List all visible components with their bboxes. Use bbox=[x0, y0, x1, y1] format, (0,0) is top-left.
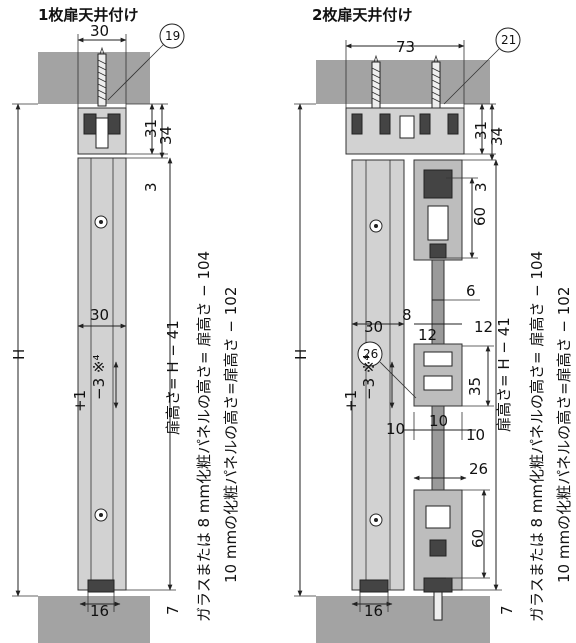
note-panel-height-2: 10 mmの化粧パネルの高さ=扉高さ − 102 bbox=[555, 287, 573, 583]
note-panel-height: 10 mmの化粧パネルの高さ=扉高さ − 102 bbox=[222, 287, 240, 583]
dim-top-width: 30 bbox=[90, 22, 109, 40]
ceiling-block-2 bbox=[316, 60, 490, 104]
tol-plus-2: +1 bbox=[342, 390, 360, 412]
dim-34: 34 bbox=[157, 126, 175, 145]
dim-26: 26 bbox=[469, 460, 488, 478]
screw-icon bbox=[97, 46, 107, 107]
floor-guide-right bbox=[423, 577, 453, 593]
dim-10a: 10 bbox=[386, 420, 405, 438]
dim-10b: 10 bbox=[429, 412, 448, 430]
part-balloon-21 bbox=[495, 27, 521, 53]
dim-34-2: 34 bbox=[488, 127, 506, 146]
title-double-door: 2枚扉天井付け bbox=[312, 6, 412, 24]
note-glass-height-2: ガラスまたは 8 mm化粧パネルの高さ= 扉高さ − 104 bbox=[528, 251, 546, 622]
tol-plus: +1 bbox=[71, 390, 89, 412]
dim-8: 8 bbox=[402, 306, 412, 324]
part-balloon-26 bbox=[357, 341, 383, 367]
part-no-19: 19 bbox=[165, 29, 180, 43]
title-single-door: 1枚扉天井付け bbox=[38, 6, 138, 24]
formula-door-height-2: 扉高さ= H − 41 bbox=[495, 317, 513, 432]
note-glass-height: ガラスまたは 8 mm化粧パネルの高さ= 扉高さ − 104 bbox=[195, 251, 213, 622]
screw-icon bbox=[431, 54, 441, 109]
roller-left bbox=[83, 113, 97, 135]
dim-10c: 10 bbox=[466, 426, 485, 444]
tol-minus-2: −3 ※⁴ bbox=[360, 355, 378, 400]
dim-31: 31 bbox=[142, 119, 160, 138]
diagram-double-door: 2枚扉天井付け bbox=[292, 6, 573, 643]
diagram-single-door: 1枚扉天井付け 30 19 bbox=[10, 6, 240, 643]
dim-mid-width: 30 bbox=[90, 306, 109, 324]
dim-6: 6 bbox=[466, 282, 476, 300]
tol-minus: −3 ※⁴ bbox=[90, 355, 108, 400]
part-no-26: 26 bbox=[363, 347, 378, 361]
dim-35: 35 bbox=[466, 377, 484, 396]
hanger bbox=[95, 117, 109, 149]
dim-7: 7 bbox=[164, 605, 182, 615]
part-no-21: 21 bbox=[501, 33, 516, 47]
dim-30: 30 bbox=[364, 318, 383, 336]
dim-3-2: 3 bbox=[472, 182, 490, 192]
dim-12b: 12 bbox=[474, 318, 493, 336]
dim-7-2: 7 bbox=[498, 605, 516, 615]
roller-right bbox=[107, 113, 121, 135]
dim-3: 3 bbox=[142, 182, 160, 192]
ceiling-block bbox=[38, 52, 150, 104]
screw-icon bbox=[371, 54, 381, 109]
dim-bottom-width: 16 bbox=[90, 602, 109, 620]
dim-top-width-73: 73 bbox=[396, 38, 415, 56]
screw-icon bbox=[433, 591, 443, 621]
part-balloon-19 bbox=[159, 23, 185, 49]
dim-60-top: 60 bbox=[471, 207, 489, 226]
floor-guide-left bbox=[359, 579, 389, 593]
dim-H: H bbox=[10, 349, 28, 360]
formula-door-height: 扉高さ= H − 41 bbox=[164, 320, 182, 435]
dim-12a: 12 bbox=[418, 326, 437, 344]
dim-bottom-width-2: 16 bbox=[364, 602, 383, 620]
dim-H-2: H bbox=[292, 349, 310, 360]
floor-block-2 bbox=[316, 596, 490, 643]
dim-31-2: 31 bbox=[472, 121, 490, 140]
floor-guide bbox=[87, 579, 115, 593]
dim-60-bottom: 60 bbox=[469, 529, 487, 548]
